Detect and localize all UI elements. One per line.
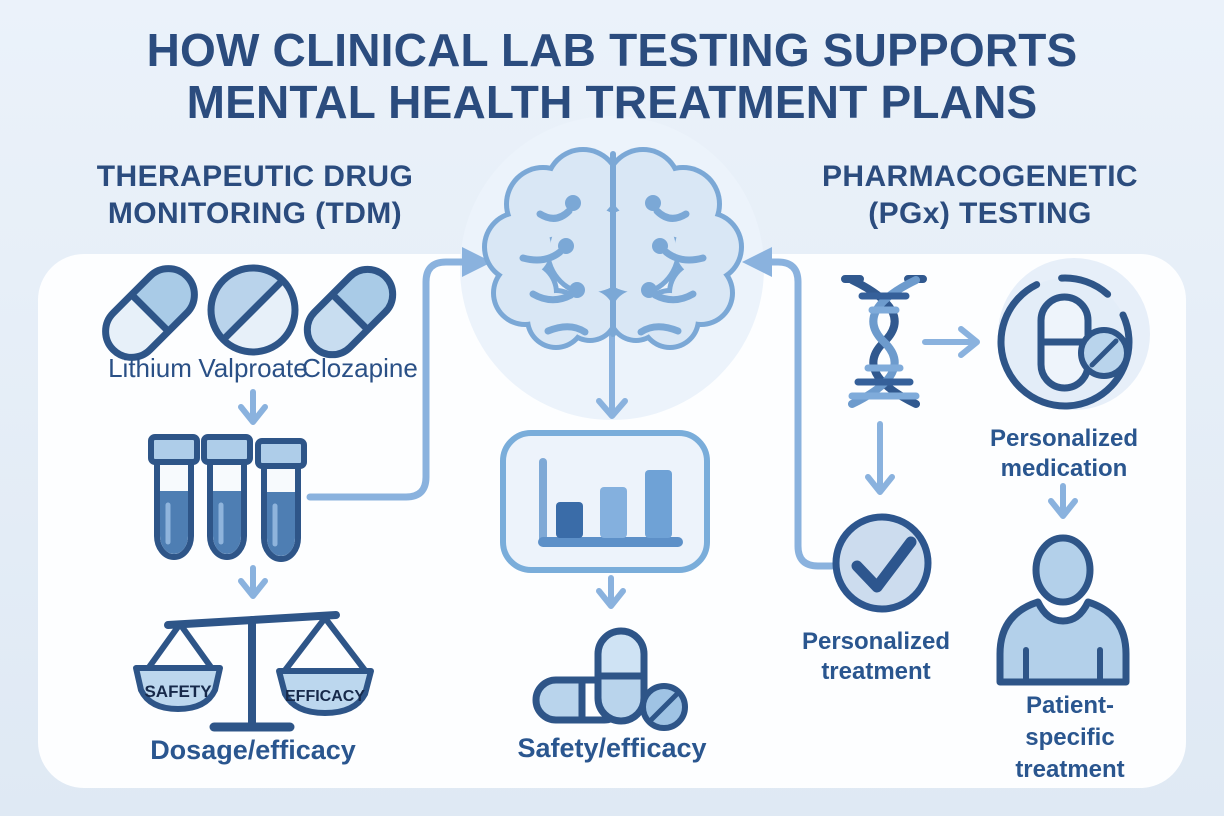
scale-pan-left [133, 665, 223, 712]
dosage-efficacy-label: Dosage/efficacy [150, 735, 356, 765]
personalized-medication-label: Personalized medication [974, 424, 1154, 484]
patient-label-line1: Patient- [1025, 692, 1114, 719]
arrow-chart-to-pills-icon [596, 575, 626, 609]
page-title-line1: HOW CLINICAL LAB TESTING SUPPORTS [146, 24, 1078, 76]
patient-specific-treatment-label: Patient- specific treatment [990, 690, 1150, 786]
medication-circle-icon [997, 274, 1133, 410]
tdm-heading-line2: MONITORING (TDM) [107, 197, 403, 230]
arrowhead-right-icon [462, 247, 492, 277]
arrow-medication-to-patient-icon [1048, 483, 1078, 519]
scale-pan-right [276, 668, 374, 716]
safety-efficacy-label: Safety/efficacy [517, 733, 707, 763]
brain-icon [482, 147, 744, 350]
tdm-section-heading: THERAPEUTIC DRUG MONITORING (TDM) [65, 158, 445, 232]
pgx-heading-line1: PHARMACOGENETIC [821, 160, 1138, 193]
lithium-capsule-icon [102, 265, 198, 361]
test-tube-icon [201, 434, 253, 560]
arrow-pills-to-tubes-icon [238, 389, 268, 425]
drug-label-valproate: Valproate [198, 353, 308, 383]
page-title-line2: MENTAL HEALTH TREATMENT PLANS [186, 76, 1038, 128]
small-tablet-icon [640, 683, 688, 731]
personalized-medication-line1: Personalized [989, 425, 1139, 452]
dna-helix-icon [841, 275, 927, 408]
pills-group-icon [532, 627, 688, 731]
arrow-dna-to-check-icon [865, 421, 895, 495]
test-tube-icon [255, 438, 307, 562]
pgx-section-heading: PHARMACOGENETIC (PGx) TESTING [790, 158, 1170, 232]
drug-label-lithium: Lithium [108, 353, 192, 383]
patient-label-line3: treatment [1015, 756, 1125, 783]
test-tubes-icon [148, 434, 307, 562]
tdm-heading-line1: THERAPEUTIC DRUG [96, 160, 414, 193]
valproate-tablet-icon [207, 264, 299, 356]
personalized-medication-line2: medication [1000, 455, 1128, 482]
drug-label-clozapine: Clozapine [302, 353, 418, 383]
bar-chart-icon [500, 430, 710, 573]
efficacy-pan-label: EFFICACY [285, 688, 365, 705]
arrow-brain-to-chart-icon [596, 329, 628, 419]
tdm-to-brain-connector [306, 247, 492, 501]
person-icon [996, 534, 1130, 686]
safety-pan-label: SAFETY [144, 682, 212, 701]
personalized-treatment-line2: treatment [821, 658, 931, 685]
arrow-tubes-to-scale-icon [238, 565, 268, 599]
personalized-treatment-label: Personalized treatment [786, 627, 966, 687]
personalized-treatment-line1: Personalized [801, 628, 951, 655]
page-title: HOW CLINICAL LAB TESTING SUPPORTS MENTAL… [112, 24, 1112, 128]
balance-scale-icon: SAFETY EFFICACY [133, 611, 374, 732]
test-tube-icon [148, 434, 200, 560]
vertical-capsule-icon [594, 627, 648, 725]
arrow-dna-to-medication-icon [922, 326, 980, 358]
pgx-to-brain-connector [742, 247, 836, 570]
checkmark-circle-icon [832, 513, 932, 613]
arrowhead-left-icon [742, 247, 772, 277]
patient-label-line2: specific [1025, 724, 1115, 751]
clozapine-capsule-icon [303, 265, 397, 359]
pgx-heading-line2: (PGx) TESTING [868, 197, 1092, 230]
